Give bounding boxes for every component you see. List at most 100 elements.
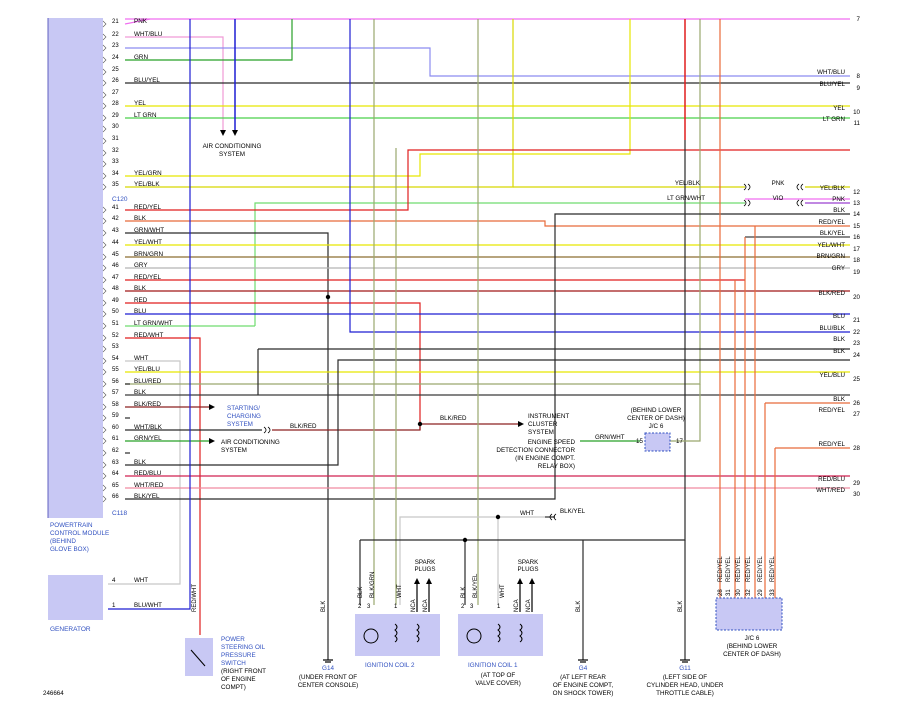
connector-pin-number: 15 bbox=[853, 223, 860, 230]
connector-pin-number: 30 bbox=[853, 491, 860, 498]
connector-pin-number: 29 bbox=[853, 480, 860, 487]
ground-location: (AT LEFT REAR bbox=[560, 674, 606, 681]
pin-wire-label: BLU bbox=[134, 308, 147, 315]
right-wire-label: BRN/GRN bbox=[816, 253, 845, 260]
right-wire-label: WHT/RED bbox=[816, 487, 845, 494]
connector-pin-number: 7 bbox=[857, 16, 861, 23]
wire bbox=[125, 47, 850, 77]
pin-wire-label: RED/YEL bbox=[134, 274, 161, 281]
connector-pin-number: 20 bbox=[853, 294, 860, 301]
coil-nca: NCA bbox=[423, 599, 429, 612]
right-wire-label: BLU/YEL bbox=[820, 81, 846, 88]
inline-wire-label: PNK bbox=[772, 180, 786, 187]
ps-switch-label: OF ENGINE bbox=[221, 676, 256, 683]
right-wire-label: YEL bbox=[833, 105, 845, 112]
ps-switch-label: PRESSURE bbox=[221, 652, 256, 659]
pin-terminal bbox=[102, 437, 107, 445]
pin-terminal bbox=[102, 33, 107, 41]
starting-system-label: CHARGING bbox=[227, 413, 261, 420]
jc6-pin: 15 bbox=[636, 438, 643, 445]
pin-number: 49 bbox=[112, 298, 119, 304]
pcm-label: POWERTRAIN bbox=[50, 522, 93, 529]
arrow-head bbox=[209, 438, 215, 444]
pin-number: 25 bbox=[112, 67, 119, 73]
pin-terminal bbox=[102, 368, 107, 376]
pin-terminal bbox=[102, 253, 107, 261]
pin-number: 41 bbox=[112, 205, 119, 211]
wire bbox=[125, 19, 514, 188]
pin-wire-label: WHT/BLK bbox=[134, 424, 163, 431]
pin-number: 27 bbox=[112, 90, 119, 96]
generator-wire: BLU/WHT bbox=[134, 602, 162, 609]
pcm-label: GLOVE BOX) bbox=[50, 546, 89, 553]
connector-pin-number: 21 bbox=[853, 317, 860, 324]
right-wire-label: BLU bbox=[833, 313, 845, 320]
ignition-coil bbox=[355, 614, 440, 656]
inline-connector bbox=[263, 426, 271, 434]
pin-terminal bbox=[102, 495, 107, 503]
pin-terminal bbox=[102, 79, 107, 87]
pin-terminal bbox=[102, 149, 107, 157]
wire bbox=[272, 423, 520, 431]
pin-terminal bbox=[102, 472, 107, 480]
pin-number: 35 bbox=[112, 182, 119, 188]
pin-wire-label: BLU/RED bbox=[134, 378, 162, 385]
right-wire-label: BLK bbox=[833, 207, 846, 214]
inline-connector bbox=[549, 513, 557, 521]
pcm-label: CONTROL MODULE bbox=[50, 530, 109, 537]
pin-wire-label: BLK/RED bbox=[134, 401, 161, 408]
inline-wire-label: VIO bbox=[773, 195, 784, 202]
connector-c118: C118 bbox=[112, 510, 127, 517]
pin-number: 54 bbox=[112, 356, 119, 362]
ground-location: OF ENGINE COMPT, bbox=[553, 682, 613, 689]
jc6-pin: 29 bbox=[758, 589, 764, 596]
coil-wire-label: BLK/GRN bbox=[370, 572, 376, 598]
ground-location: THROTTLE CABLE) bbox=[656, 690, 714, 697]
pin-wire-label: LT GRN/WHT bbox=[134, 320, 173, 327]
pin-terminal bbox=[102, 160, 107, 168]
pin-terminal bbox=[102, 217, 107, 225]
splice-dot bbox=[417, 421, 423, 427]
pin-number: 28 bbox=[112, 101, 119, 107]
ac-system-label: AIR CONDITIONING bbox=[203, 143, 262, 150]
jc6-bottom-connector bbox=[715, 597, 783, 631]
pin-terminal bbox=[102, 310, 107, 318]
arrow-head bbox=[518, 421, 524, 427]
generator-pin: 1 bbox=[112, 602, 116, 609]
pin-number: 50 bbox=[112, 309, 119, 315]
ac-system-label: AIR CONDITIONING bbox=[221, 439, 280, 446]
jc6-bottom-label: (BEHIND LOWER bbox=[727, 643, 778, 650]
pin-terminal bbox=[102, 391, 107, 399]
pin-wire-label: GRY bbox=[134, 262, 148, 269]
coil-wire-label: WHT bbox=[500, 584, 506, 598]
jc6-pin: 32 bbox=[746, 589, 752, 596]
wire bbox=[555, 140, 686, 541]
coil-pin: 1 bbox=[497, 604, 501, 610]
pin-wire-label: RED/WHT bbox=[134, 332, 164, 339]
jc6-pin: 31 bbox=[726, 589, 732, 596]
wire bbox=[349, 19, 850, 333]
jc6-wire-label: RED/YEL bbox=[736, 556, 742, 582]
pin-wire-label: WHT/RED bbox=[134, 482, 164, 489]
figure-id: 246664 bbox=[43, 690, 64, 697]
jc6-wire-label: RED/YEL bbox=[726, 556, 732, 582]
ps-switch-box bbox=[185, 638, 213, 676]
coil-symbol bbox=[363, 628, 379, 644]
ac-system-label: SYSTEM bbox=[221, 447, 247, 454]
pin-number: 51 bbox=[112, 321, 119, 327]
esd-connector-label: (IN ENGINE COMPT. bbox=[515, 455, 575, 462]
right-wire-label: PNK bbox=[832, 196, 846, 203]
pin-wire-label: RED/YEL bbox=[134, 204, 161, 211]
ps-switch-label: STEERING OIL bbox=[221, 644, 266, 651]
pin-number: 57 bbox=[112, 390, 119, 396]
esd-connector-label: RELAY BOX) bbox=[538, 463, 575, 470]
connector-pin-number: 12 bbox=[853, 189, 860, 196]
right-wire-label: BLK bbox=[833, 348, 846, 355]
connector-pin-number: 17 bbox=[853, 246, 860, 253]
ground-name: G4 bbox=[579, 665, 588, 672]
connector-pin-number: 28 bbox=[853, 445, 860, 452]
pin-number: 34 bbox=[112, 171, 119, 177]
pin-number: 30 bbox=[112, 124, 119, 130]
right-wire-label: WHT/BLU bbox=[817, 69, 845, 76]
